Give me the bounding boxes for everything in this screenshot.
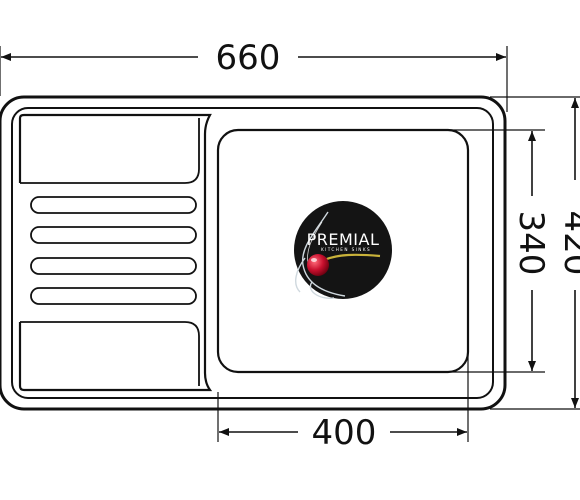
- brand-logo: PREMIAL KITCHEN SINKS: [294, 201, 392, 299]
- bowl-outline: [216, 128, 470, 374]
- dim-label-overall-depth: 420: [556, 211, 580, 276]
- cherry-stem: [323, 253, 381, 262]
- bowl: [216, 128, 470, 374]
- drainboard-rib: [30, 257, 197, 275]
- cherry-icon: [307, 254, 329, 276]
- drainboard-bottom-panel: [20, 321, 200, 386]
- water-splash: [294, 211, 346, 299]
- cherry-highlight: [311, 258, 317, 262]
- drainboard: [18, 113, 213, 392]
- sink-outline: [0, 95, 507, 411]
- dimension-arrows: [1, 53, 579, 436]
- logo-tagline: KITCHEN SINKS: [321, 247, 371, 252]
- drainboard-outline: [18, 113, 213, 392]
- logo-brand-name: PREMIAL: [307, 230, 380, 249]
- sink-inner-rim: [11, 107, 494, 399]
- extension-lines: [0, 46, 580, 442]
- drainboard-rib: [30, 196, 197, 214]
- dim-label-bowl-depth: 340: [511, 211, 551, 276]
- dim-label-overall-width: 660: [216, 38, 281, 78]
- dim-label-bowl-width: 400: [312, 413, 377, 453]
- drainboard-rib: [30, 287, 197, 305]
- drainboard-rib: [30, 226, 197, 244]
- drainboard-top-panel: [20, 118, 200, 184]
- sink-outer-rim: [0, 95, 507, 411]
